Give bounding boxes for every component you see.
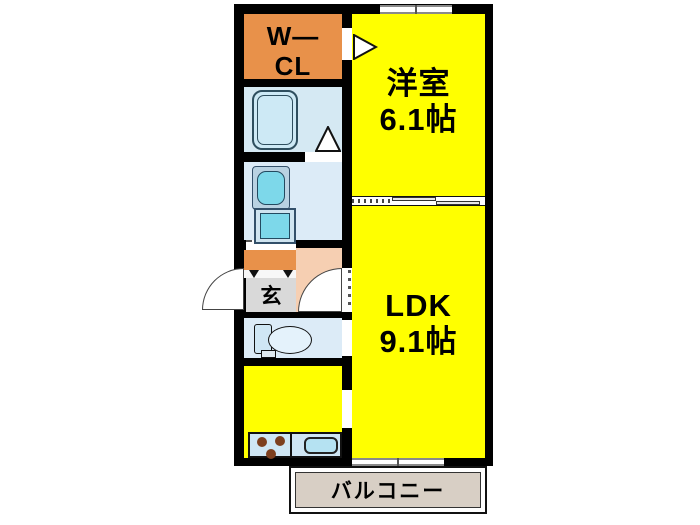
genkan-label: 玄 [260, 285, 282, 308]
balcony: バルコニー [289, 466, 487, 514]
toilet-door-gap [342, 320, 352, 356]
hall-ldk-door-jamb [348, 270, 351, 310]
genkan-jamb-right-icon [283, 270, 293, 278]
hall-ldk-door-gap [342, 268, 352, 312]
toilet-handle-icon [261, 350, 276, 358]
room-walk-in-closet [244, 14, 342, 79]
entrance-genkan: 玄 [246, 278, 296, 312]
sliding-door-partition [352, 196, 485, 206]
sliding-door-panel [436, 201, 480, 205]
wcl-door-gap [342, 28, 352, 60]
sliding-door-track [352, 199, 392, 203]
stove-burner-icon [266, 449, 276, 459]
genkan-jamb-band [244, 270, 296, 278]
sliding-door-panel [392, 197, 436, 201]
counter-divider [290, 432, 292, 458]
room-western [352, 14, 485, 196]
room-ldk [352, 206, 485, 458]
toilet-bowl-icon [268, 326, 312, 354]
kitchen-opening [342, 390, 352, 428]
bathtub-icon [252, 90, 298, 150]
genkan-jamb-left-icon [249, 270, 259, 278]
ldk-label: LDK 9.1帖 [379, 288, 458, 359]
window-balcony-center-tick [397, 458, 399, 466]
kitchen-sink-icon [304, 437, 338, 454]
door-arc-entrance [202, 268, 244, 310]
window-top-center-tick [415, 5, 417, 14]
western-room-label: 洋室 6.1帖 [379, 66, 458, 137]
hall-floor-strip [244, 250, 296, 270]
door-swing-triangle-bath-icon [315, 126, 341, 152]
balcony-label: バルコニー [330, 480, 446, 503]
wcl-label: W— CL [266, 21, 320, 81]
bathroom-door-gap [305, 152, 342, 162]
washing-machine-drum-icon [260, 213, 290, 239]
door-swing-triangle-wcl-icon [353, 34, 378, 60]
vanity-basin-icon [257, 171, 285, 205]
stove-burner-icon [275, 436, 285, 446]
stove-burner-icon [257, 437, 267, 447]
